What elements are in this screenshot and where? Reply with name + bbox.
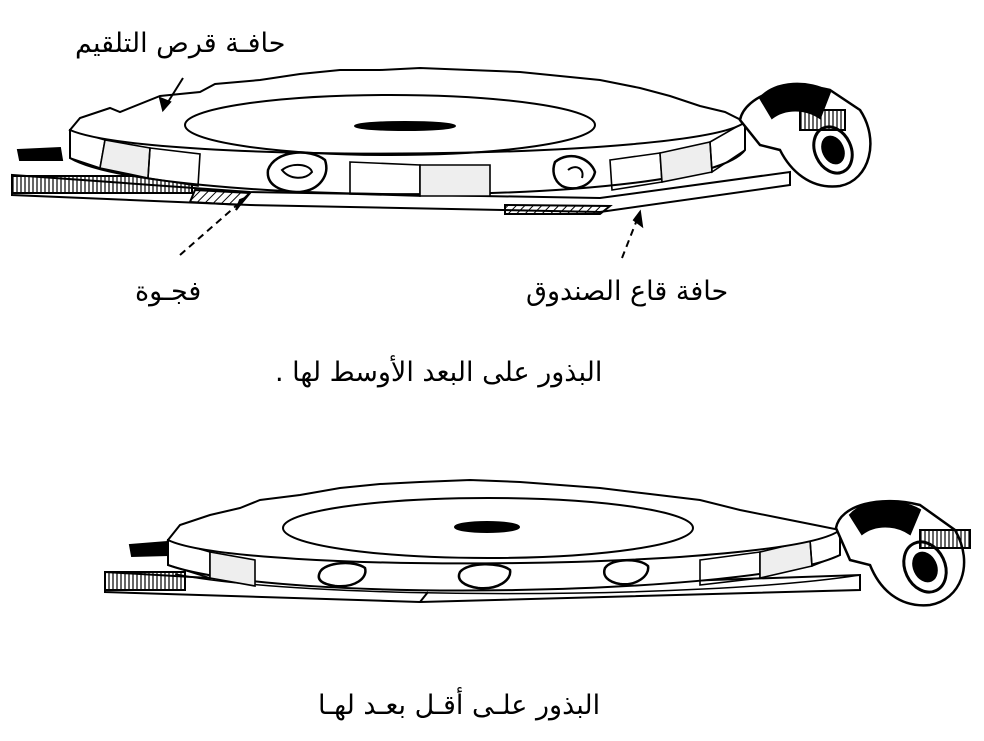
bottom-seed-3 bbox=[603, 559, 650, 586]
caption-top-figure: البذور على البعد الأوسط لها . bbox=[275, 357, 603, 388]
bottom-base-ribs-left bbox=[104, 571, 186, 591]
bottom-plate-hub bbox=[454, 521, 520, 533]
bottom-plate-face bbox=[166, 478, 843, 565]
top-seed-2 bbox=[552, 154, 597, 190]
bottom-plate-inner-ring bbox=[282, 497, 694, 559]
top-plate-teeth bbox=[69, 120, 746, 197]
top-seed-1 bbox=[266, 151, 328, 194]
label-plate-rim: حافـة قرص التلقيم bbox=[75, 28, 286, 59]
bottom-plate-teeth bbox=[167, 528, 841, 587]
top-seed-plate-assembly bbox=[11, 66, 872, 259]
top-plate-hub bbox=[354, 121, 456, 131]
top-plate-inner-ring bbox=[184, 94, 596, 156]
bottom-seed-1 bbox=[317, 561, 367, 588]
label-gap: فجـوة bbox=[135, 276, 202, 307]
label-box-bottom-rim: حافة قاع الصندوق bbox=[526, 276, 729, 307]
bottom-seed-2 bbox=[457, 563, 512, 590]
top-plate-face bbox=[68, 66, 747, 155]
top-arrow-gap bbox=[179, 197, 246, 256]
caption-bottom-figure: البذور علـى أقـل بعـد لهـا bbox=[318, 690, 601, 721]
top-gap-hatch-right bbox=[504, 203, 613, 215]
bottom-seed-plate-assembly bbox=[104, 478, 971, 607]
